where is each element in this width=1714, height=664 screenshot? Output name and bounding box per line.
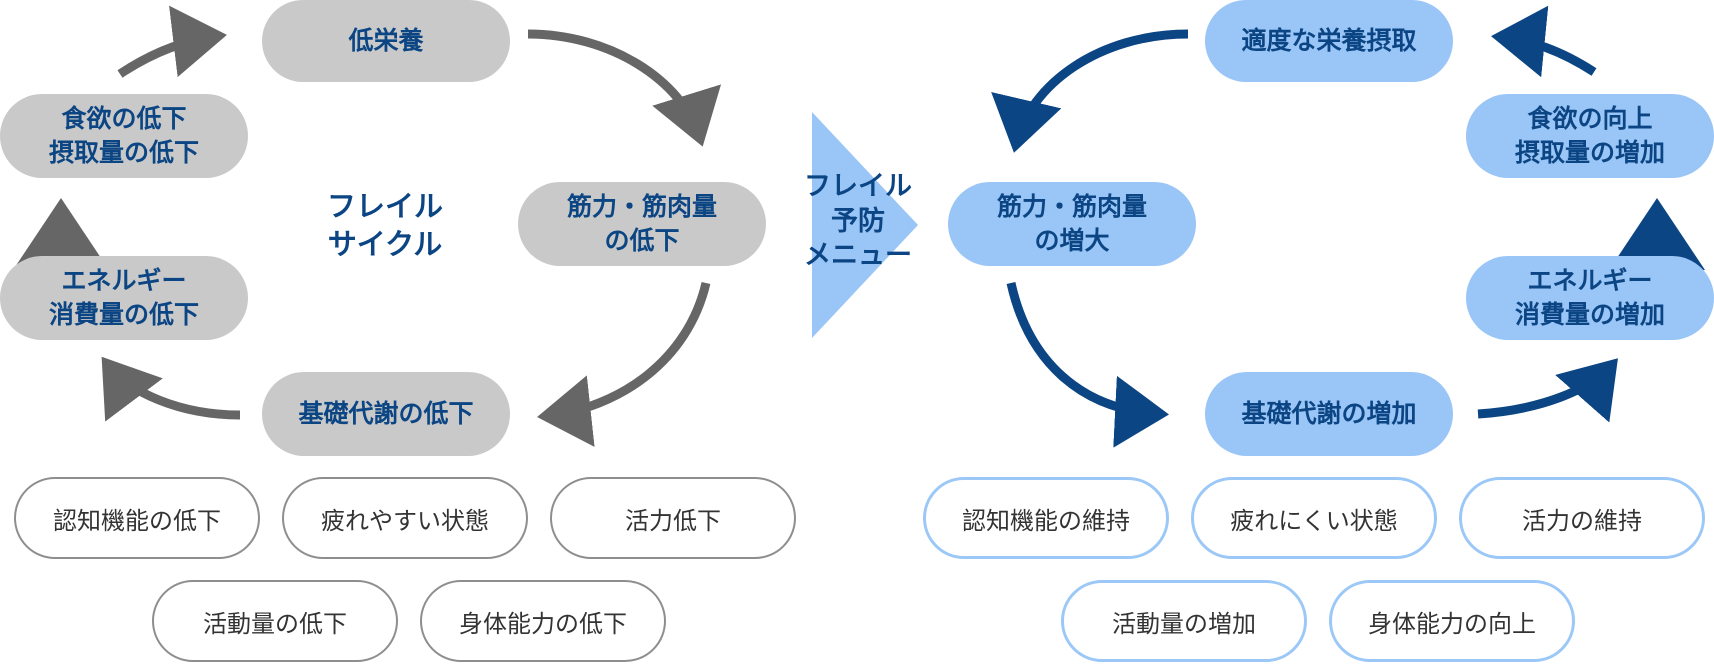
- arrow-muscle-to-metabolism: [537, 281, 711, 447]
- node-malnutrition: 低栄養: [262, 0, 510, 82]
- effect-physical-decline: 身体能力の低下: [420, 580, 666, 662]
- arrow-metabolism-to-energy-up: [1477, 358, 1618, 423]
- arrow-appetite-to-nutrition: [1491, 5, 1597, 78]
- arrow-malnutrition-to-muscle: [527, 29, 721, 147]
- effect-less-tired: 疲れにくい状態: [1191, 477, 1437, 559]
- node-metabolism-up: 基礎代謝の増加: [1205, 372, 1453, 456]
- effect-vitality-maintain: 活力の維持: [1459, 477, 1705, 559]
- node-appetite-down: 食欲の低下 摂取量の低下: [0, 94, 248, 178]
- node-metabolism-down: 基礎代謝の低下: [262, 372, 510, 456]
- node-muscle-loss: 筋力・筋肉量 の低下: [518, 182, 766, 266]
- effect-easily-tired: 疲れやすい状態: [282, 477, 528, 559]
- center-triangle: [812, 112, 918, 338]
- effect-vitality-decline: 活力低下: [550, 477, 796, 559]
- node-muscle-gain: 筋力・筋肉量 の増大: [948, 182, 1196, 266]
- effect-cognitive-decline: 認知機能の低下: [14, 477, 260, 559]
- prevention-menu-label: フレイル 予防 メニュー: [804, 171, 912, 272]
- arrow-metabolism-to-energy: [101, 356, 241, 422]
- frailty-cycle-title: フレイル サイクル: [326, 189, 443, 261]
- arrow-appetite-to-malnutrition: [117, 5, 227, 78]
- node-proper-nutrition: 適度な栄養摂取: [1205, 0, 1453, 82]
- effect-activity-decline: 活動量の低下: [152, 580, 398, 662]
- effect-cognitive-maintain: 認知機能の維持: [923, 477, 1169, 559]
- arrow-muscle-to-metabolism-up: [1006, 282, 1169, 448]
- effect-physical-improve: 身体能力の向上: [1329, 580, 1575, 662]
- node-energy-up: エネルギー 消費量の増加: [1466, 256, 1714, 340]
- arrow-nutrition-to-muscle: [991, 29, 1189, 153]
- effect-activity-increase: 活動量の増加: [1061, 580, 1307, 662]
- node-appetite-up: 食欲の向上 摂取量の増加: [1466, 94, 1714, 178]
- node-energy-down: エネルギー 消費量の低下: [0, 256, 248, 340]
